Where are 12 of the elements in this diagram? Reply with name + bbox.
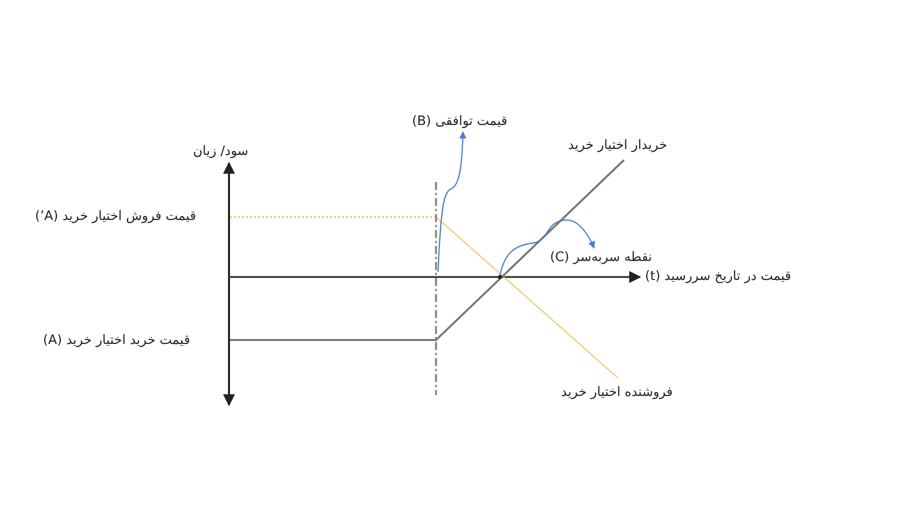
strike-line bbox=[435, 182, 437, 395]
curved-arrow bbox=[499, 219, 595, 276]
curved-arrow bbox=[437, 131, 466, 272]
axis-value-label: قیمت فروش اختیار خرید (A’) bbox=[35, 208, 196, 226]
line-label: خریدار اختیار خرید bbox=[568, 137, 668, 155]
axis-value-label: قیمت خرید اختیار خرید (A) bbox=[43, 332, 190, 350]
axis-label: سود/ زیان bbox=[193, 143, 248, 161]
break-even-label: نقطه سربه‌سر (C) bbox=[550, 249, 652, 267]
strike-price-label: قیمت توافقی (B) bbox=[412, 113, 508, 131]
axis-label: قیمت در تاریخ سررسید (t) bbox=[645, 268, 792, 286]
break-even-point bbox=[498, 275, 502, 279]
line-label: فروشنده اختیار خرید bbox=[561, 384, 673, 402]
